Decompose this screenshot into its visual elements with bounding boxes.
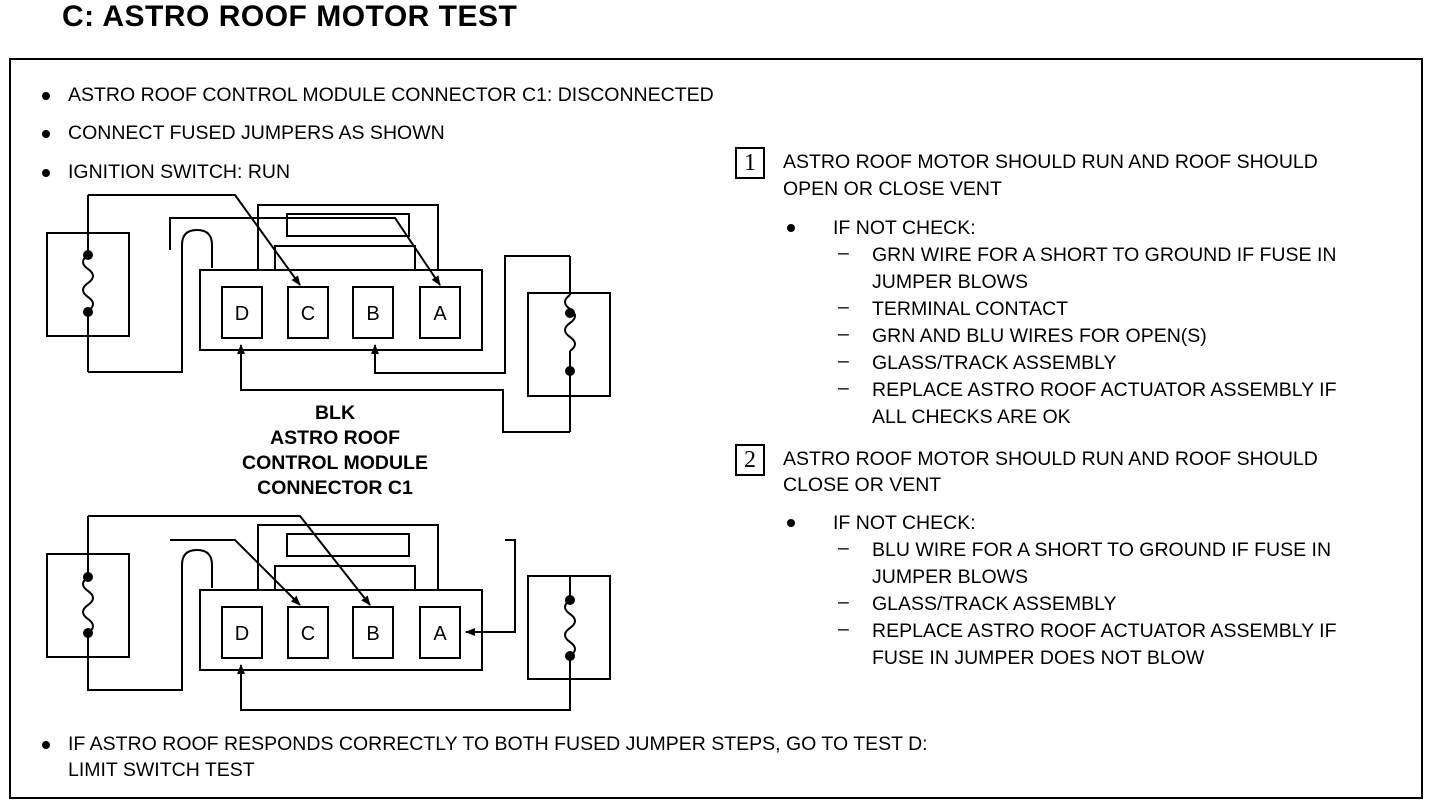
fuse-icon [564,599,576,657]
step-2-check-label: IF NOT CHECK: [833,512,976,534]
jumper-wire [88,194,301,286]
jumper-wire [170,539,301,606]
node-dot [565,595,575,605]
test-frame [9,58,1423,799]
fuse-icon [82,576,94,634]
connector-slot [286,213,410,237]
connector-slot [286,533,410,557]
dash-icon: – [838,350,849,372]
bullet [42,169,50,177]
step-1-number: 1 [735,147,765,179]
bullet [787,224,795,232]
check-item: TERMINAL CONTACT [872,298,1069,320]
jumper-wire [241,256,571,433]
check-item: JUMPER BLOWS [872,271,1029,293]
check-item: FUSE IN JUMPER DOES NOT BLOW [872,647,1205,669]
footer-note: IF ASTRO ROOF RESPONDS CORRECTLY TO BOTH… [68,733,928,755]
caption-line: CONNECTOR C1 [257,477,413,499]
footer-note: LIMIT SWITCH TEST [68,759,255,781]
connector-latch [274,245,416,271]
node-dot [565,651,575,661]
dash-icon: – [838,591,849,613]
step-2-number: 2 [735,444,765,476]
node-dot [565,308,575,318]
node-dot [83,628,93,638]
check-item: GLASS/TRACK ASSEMBLY [872,593,1117,615]
terminal-label: D [235,623,249,645]
step-2-result: ASTRO ROOF MOTOR SHOULD RUN AND ROOF SHO… [783,448,1318,470]
jumper-wire [87,516,213,691]
terminal-b [352,606,394,659]
jumper-wire [371,255,570,374]
jumper-wire [169,217,440,285]
terminal-label: B [366,623,379,645]
terminal-c [287,286,329,339]
page-title: C: ASTRO ROOF MOTOR TEST [62,0,518,33]
terminal-label: D [235,303,249,325]
setup-item: CONNECT FUSED JUMPERS AS SHOWN [68,122,445,144]
bullet [42,130,50,138]
check-item: GLASS/TRACK ASSEMBLY [872,352,1117,374]
jumper-wire [237,656,571,711]
check-item: REPLACE ASTRO ROOF ACTUATOR ASSEMBLY IF [872,379,1337,401]
node-dot [83,250,93,260]
check-item: REPLACE ASTRO ROOF ACTUATOR ASSEMBLY IF [872,620,1337,642]
fuse-icon [82,254,94,312]
setup-item: ASTRO ROOF CONTROL MODULE CONNECTOR C1: … [68,84,714,106]
jumper-wire [87,195,213,373]
dash-icon: – [838,618,849,640]
dash-icon: – [838,537,849,559]
fuse-icon [564,294,576,352]
terminal-c [287,606,329,659]
terminal-b [352,286,394,339]
step-2-result: CLOSE OR VENT [783,474,942,496]
diagram-step-2 [46,515,611,711]
setup-item: IGNITION SWITCH: RUN [68,161,291,183]
caption-line: ASTRO ROOF [270,427,400,449]
step-1-result: OPEN OR CLOSE VENT [783,178,1002,200]
node-dot [83,307,93,317]
diagram-step-1 [46,194,611,433]
dash-icon: – [838,323,849,345]
bullet [42,92,50,100]
bullet [42,741,50,749]
terminal-label: B [366,303,379,325]
node-dot [565,366,575,376]
check-item: ALL CHECKS ARE OK [872,406,1071,428]
dash-icon: – [838,242,849,264]
check-item: GRN AND BLU WIRES FOR OPEN(S) [872,325,1207,347]
caption-line: BLK [314,402,356,424]
check-item: JUMPER BLOWS [872,566,1029,588]
check-item: BLU WIRE FOR A SHORT TO GROUND IF FUSE I… [872,539,1332,561]
connector-caption: BLK ASTRO ROOF CONTROL MODULE CONNECTOR … [200,401,470,501]
terminal-d [221,606,263,659]
terminal-label: A [433,303,447,325]
bullet [787,519,795,527]
terminal-label: A [433,623,447,645]
dash-icon: – [838,377,849,399]
jumper-wire [88,515,371,606]
step-1-check-label: IF NOT CHECK: [833,217,976,239]
terminal-label: C [301,623,315,645]
check-item: GRN WIRE FOR A SHORT TO GROUND IF FUSE I… [872,244,1337,266]
terminal-label: C [301,303,315,325]
dash-icon: – [838,296,849,318]
node-dot [83,572,93,582]
caption-line: CONTROL MODULE [242,452,428,474]
connector-latch [274,565,416,591]
step-1-result: ASTRO ROOF MOTOR SHOULD RUN AND ROOF SHO… [783,151,1318,173]
